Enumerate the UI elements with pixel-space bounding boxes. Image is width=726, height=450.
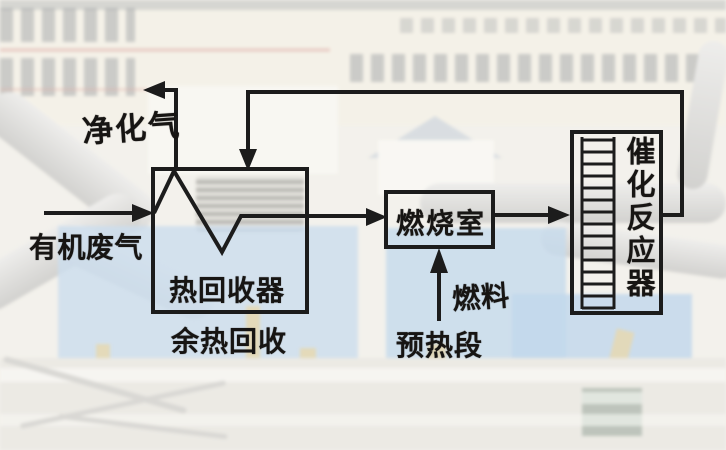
bg-building-stripe — [0, 48, 330, 52]
arrowhead-return-into-heat-recovery — [239, 149, 257, 171]
preheat-section-label: 预热段 — [396, 329, 484, 362]
bg-railing — [0, 368, 726, 382]
bg-post — [246, 306, 260, 364]
bg-window-row — [0, 58, 135, 96]
catalytic-reactor-box — [570, 130, 663, 315]
bg-window-row — [0, 8, 135, 42]
heat-recovery-box — [151, 167, 309, 314]
arrowhead-fuel-into-combustion — [430, 248, 448, 273]
reactor-return-line — [246, 90, 684, 217]
bg-white-wall — [148, 86, 338, 174]
bg-window-row — [350, 54, 726, 82]
bg-railing — [0, 414, 726, 426]
arrowhead-purified-gas-out — [143, 81, 165, 99]
catalyst-bed-ladder — [580, 137, 616, 310]
organic-waste-gas-label: 有机废气 — [29, 231, 144, 264]
bg-vent-grill — [196, 176, 304, 232]
fuel-label: 燃料 — [451, 279, 512, 316]
heat-recovery-unit-label: 热回收器 — [169, 274, 286, 307]
purified-gas-line — [164, 88, 178, 170]
waste-heat-recovery-label: 余热回收 — [171, 325, 288, 358]
arrowhead-into-heat-recovery — [132, 204, 154, 222]
purified-gas-label: 净化气 — [81, 107, 183, 151]
catalytic-reactor-label: 催化反应器 — [622, 136, 656, 301]
bg-window-row — [400, 18, 726, 33]
bg-window-panel — [582, 388, 642, 436]
heat-exchanger-zigzag-line — [152, 166, 367, 257]
combustion-chamber-label: 燃烧室 — [396, 207, 487, 240]
arrowhead-into-combustion-chamber — [366, 208, 387, 226]
arrowhead-into-reactor — [548, 206, 570, 224]
combustion-chamber-box — [384, 190, 495, 249]
